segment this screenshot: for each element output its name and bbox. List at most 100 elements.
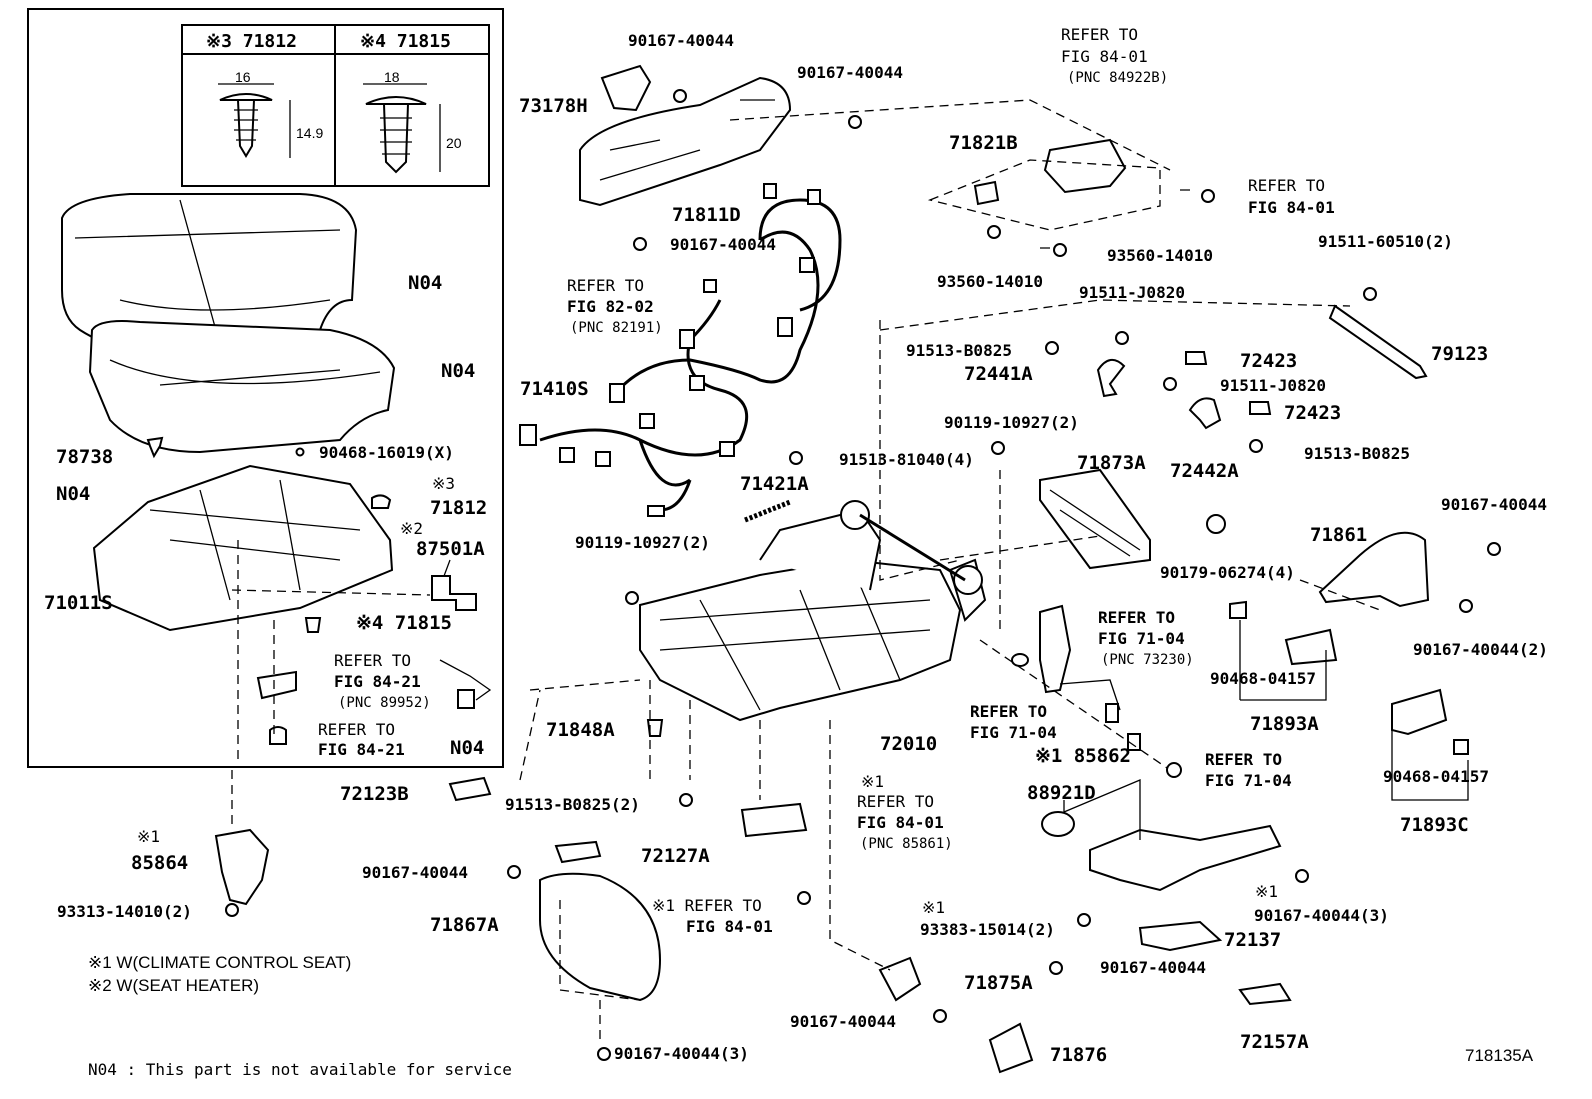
harness-71893C	[1391, 688, 1448, 736]
label-90167-g-mark: ※1	[1255, 882, 1278, 901]
refer-85861-0: ※1	[861, 772, 884, 791]
connector-n04	[457, 689, 475, 709]
refer-82-02-2: FIG 82-02	[567, 297, 654, 316]
label-71875A: 71875A	[964, 972, 1033, 994]
spring-71421A	[744, 499, 791, 523]
label-71893A: 71893A	[1250, 713, 1319, 735]
label-79123: 79123	[1431, 343, 1488, 365]
label-93383-mark: ※1	[922, 898, 945, 917]
label-91513-81040: 91513-81040(4)	[839, 450, 974, 469]
label-87501A-mark: ※2	[400, 519, 423, 538]
label-87501A: 87501A	[416, 538, 485, 560]
label-93560-b: 93560-14010	[937, 272, 1043, 291]
footnote-climate-control: ※1 W(CLIMATE CONTROL SEAT)	[88, 953, 351, 972]
label-N04-cover: N04	[408, 272, 442, 294]
refer-71-04-b-1: REFER TO	[970, 702, 1047, 721]
refer-84922B-2: FIG 84-01	[1061, 47, 1148, 66]
seatbelt-buckle	[1039, 604, 1072, 694]
label-91511-J0820-a: 91511-J0820	[1079, 283, 1185, 302]
refer-89952-2: FIG 84-21	[334, 672, 421, 691]
refer-73230-2: FIG 71-04	[1098, 629, 1185, 648]
bracket-71876	[988, 1022, 1034, 1074]
cushion-group-frame	[27, 8, 504, 768]
refer-89952-1: REFER TO	[334, 651, 411, 670]
label-71815: ※4 71815	[356, 612, 452, 634]
label-90167-i: 90167-40044	[790, 1012, 896, 1031]
label-71812: 71812	[430, 497, 487, 519]
label-72423-a: 72423	[1240, 350, 1297, 372]
label-73178H: 73178H	[519, 95, 588, 117]
clip-b-height: 20	[446, 135, 462, 151]
label-90468-16019: 90468-16019(X)	[319, 443, 454, 462]
refer-84922B-1: REFER TO	[1061, 25, 1138, 44]
clip-72423-a	[1185, 351, 1208, 365]
label-90167-f: 90167-40044	[362, 863, 468, 882]
blower-85862	[1089, 824, 1282, 892]
nut-84-21	[269, 726, 287, 745]
figure-id: 718135A	[1465, 1046, 1534, 1065]
label-85864: 85864	[131, 852, 188, 874]
harness-71893A	[1284, 628, 1338, 666]
refer-73230-3: (PNC 73230)	[1101, 652, 1194, 668]
label-72442A: 72442A	[1170, 460, 1239, 482]
label-90167-a: 90167-40044	[628, 31, 734, 50]
clip-71815	[304, 617, 322, 633]
clip-72423-b	[1249, 401, 1272, 415]
clip-a-height: 14.9	[296, 125, 323, 141]
footnote-n04: N04 : This part is not available for ser…	[88, 1060, 512, 1079]
label-91513-B0825-a: 91513-B0825	[906, 341, 1012, 360]
label-71410S: 71410S	[520, 378, 589, 400]
bracket-72442A	[1188, 397, 1222, 430]
clip-a-shank	[236, 99, 256, 158]
refer-84-01-r-1: REFER TO	[1248, 176, 1325, 195]
refer-82-02-3: (PNC 82191)	[570, 320, 663, 336]
refer-89952-3: (PNC 89952)	[338, 695, 431, 711]
side-shield-71811D	[579, 76, 792, 207]
refer-73230-1: REFER TO	[1098, 608, 1175, 627]
pin-78738	[146, 436, 164, 459]
rod-79123	[1328, 304, 1428, 380]
clip-b-head	[365, 96, 427, 105]
refer-82-02-1: REFER TO	[567, 276, 644, 295]
label-93383: 93383-15014(2)	[920, 920, 1055, 939]
label-72441A: 72441A	[964, 363, 1033, 385]
label-71812-mark: ※3	[432, 474, 455, 493]
table-head-71815: ※4 71815	[360, 31, 451, 52]
label-72127A: 72127A	[641, 845, 710, 867]
label-71893C: 71893C	[1400, 814, 1469, 836]
label-91513-B0825-2: 91513-B0825(2)	[505, 795, 640, 814]
label-71876: 71876	[1050, 1044, 1107, 1066]
blower-85864	[214, 828, 270, 906]
seat-cushion-cover	[61, 193, 358, 354]
footnote-seat-heater: ※2 W(SEAT HEATER)	[88, 976, 259, 995]
label-85864-mark: ※1	[137, 827, 160, 846]
seat-cushion-pad	[88, 320, 396, 454]
bracket-71821B	[973, 180, 1000, 206]
bracket-72441A	[1096, 359, 1126, 398]
label-90119-a: 90119-10927(2)	[944, 413, 1079, 432]
label-90119-b: 90119-10927(2)	[575, 533, 710, 552]
refer-84-21-2: FIG 84-21	[318, 740, 405, 759]
label-78738: 78738	[56, 446, 113, 468]
label-90167-h: 90167-40044	[1100, 958, 1206, 977]
clip-a-head	[219, 93, 273, 101]
bracket-71875A	[878, 956, 922, 1002]
bushing-71848A	[646, 719, 664, 737]
label-71861: 71861	[1310, 524, 1367, 546]
label-71011S: 71011S	[44, 592, 113, 614]
label-71867A: 71867A	[430, 914, 499, 936]
label-93313: 93313-14010(2)	[57, 902, 192, 921]
grommet-90179	[1206, 514, 1226, 534]
duct-72137	[1138, 920, 1223, 952]
label-90167-j: 90167-40044(3)	[614, 1044, 749, 1063]
refer-85861-2: FIG 84-01	[857, 813, 944, 832]
clip-71812	[371, 494, 392, 509]
refer-84-01-r-2: FIG 84-01	[1248, 198, 1335, 217]
label-71873A: 71873A	[1077, 452, 1146, 474]
cover-72127A	[554, 840, 602, 864]
label-71811D: 71811D	[672, 204, 741, 226]
label-72010: 72010	[880, 733, 937, 755]
rail-cover-71873A	[1039, 468, 1151, 570]
refer-84-01-bot-2: FIG 84-01	[686, 917, 773, 936]
heater-connector-87501A	[431, 575, 477, 611]
